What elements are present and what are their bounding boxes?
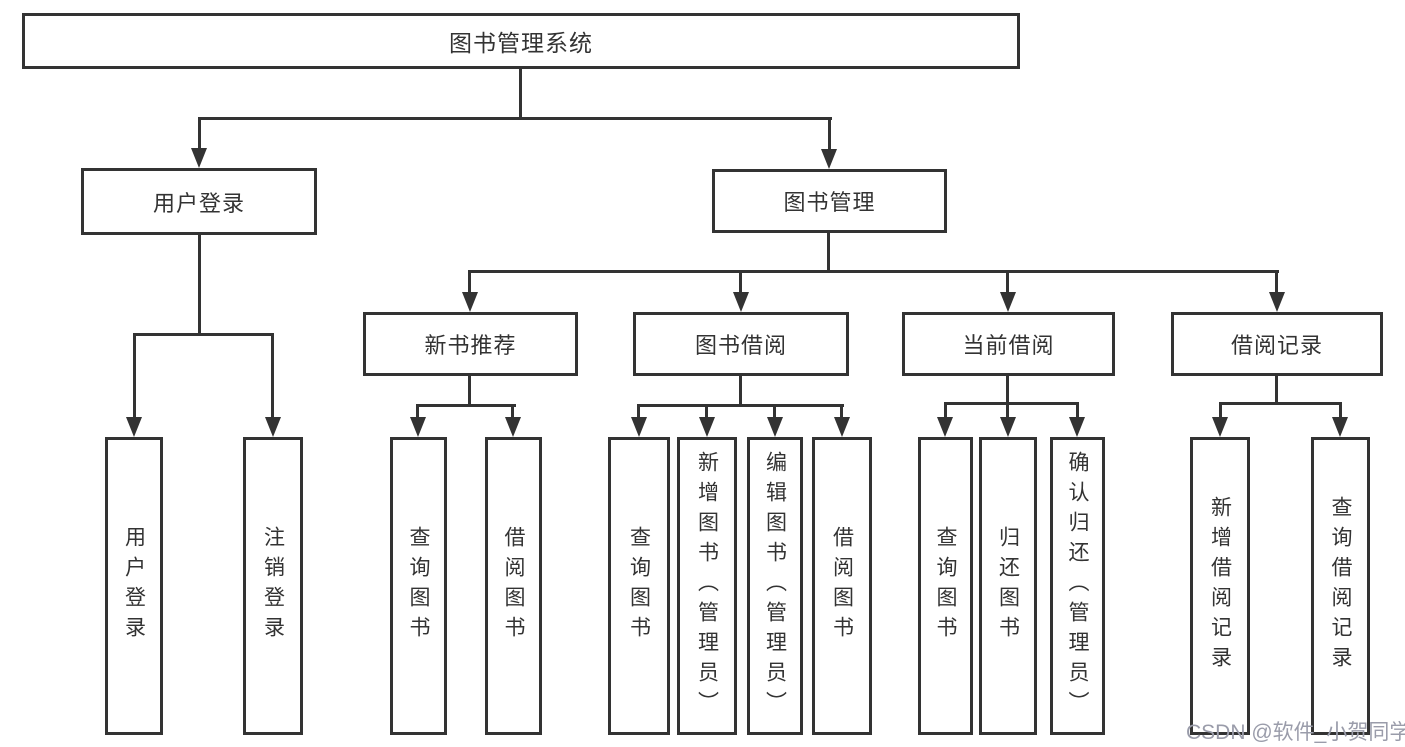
arrow-down-icon <box>1069 417 1085 437</box>
node-borrowing-records: 借阅记录 <box>1171 312 1383 376</box>
connector-line <box>1076 402 1079 419</box>
connector-line <box>944 402 947 419</box>
arrow-down-icon <box>410 417 426 437</box>
connector-line <box>271 333 274 419</box>
node-library-management-system: 图书管理系统 <box>22 13 1020 69</box>
connector-line <box>705 404 708 419</box>
connector-line <box>637 404 844 407</box>
arrow-down-icon <box>1332 417 1348 437</box>
arrow-down-icon <box>126 417 142 437</box>
connector-line <box>773 404 776 419</box>
node-book-borrowing: 图书借阅 <box>633 312 849 376</box>
node-book-management: 图书管理 <box>712 169 947 233</box>
connector-line <box>519 69 522 119</box>
connector-line <box>511 404 514 419</box>
arrow-down-icon <box>767 417 783 437</box>
connector-line <box>827 233 830 272</box>
arrow-down-icon <box>834 417 850 437</box>
node-leaf-logout: 注销登录 <box>243 437 303 735</box>
connector-line <box>416 404 516 407</box>
arrow-down-icon <box>1000 292 1016 312</box>
connector-line <box>637 404 640 419</box>
connector-line <box>1219 402 1222 419</box>
node-leaf-add-borrow-record: 新增借阅记录 <box>1190 437 1250 735</box>
arrow-down-icon <box>462 292 478 312</box>
arrow-down-icon <box>1000 417 1016 437</box>
connector-line <box>198 235 201 335</box>
connector-line <box>468 376 471 406</box>
connector-line <box>1006 270 1009 294</box>
connector-line <box>133 333 273 336</box>
node-leaf-query-books-recommend: 查询图书 <box>390 437 447 735</box>
node-current-borrowing: 当前借阅 <box>902 312 1115 376</box>
arrow-down-icon <box>699 417 715 437</box>
node-leaf-borrow-books-recommend: 借阅图书 <box>485 437 542 735</box>
connector-line <box>1006 402 1009 419</box>
node-leaf-add-books-admin: 新增图书（管理员） <box>677 437 737 735</box>
node-leaf-user-login: 用户登录 <box>105 437 163 735</box>
connector-line <box>1339 402 1342 419</box>
node-leaf-query-books-current: 查询图书 <box>918 437 973 735</box>
connector-line <box>739 376 742 406</box>
connector-line <box>1275 270 1278 294</box>
node-user-login: 用户登录 <box>81 168 317 235</box>
node-leaf-edit-books-admin: 编辑图书（管理员） <box>747 437 803 735</box>
node-leaf-query-books-borrowing: 查询图书 <box>608 437 670 735</box>
connector-line <box>468 270 471 294</box>
node-leaf-borrow-books: 借阅图书 <box>812 437 872 735</box>
connector-line <box>1219 402 1342 405</box>
connector-line <box>840 404 843 419</box>
arrow-down-icon <box>733 292 749 312</box>
node-leaf-query-borrow-record: 查询借阅记录 <box>1311 437 1370 735</box>
connector-line <box>828 117 831 151</box>
connector-line <box>944 402 1079 405</box>
connector-line <box>198 117 832 120</box>
connector-line <box>739 270 742 294</box>
node-leaf-confirm-return-admin: 确认归还（管理员） <box>1050 437 1105 735</box>
arrow-down-icon <box>821 149 837 169</box>
arrow-down-icon <box>265 417 281 437</box>
connector-line <box>133 333 136 419</box>
connector-line <box>198 117 201 150</box>
arrow-down-icon <box>631 417 647 437</box>
csdn-watermark: CSDN @软件_小贺同学 <box>1186 721 1405 744</box>
arrow-down-icon <box>1212 417 1228 437</box>
arrow-down-icon <box>937 417 953 437</box>
connector-line <box>1006 376 1009 404</box>
arrow-down-icon <box>505 417 521 437</box>
arrow-down-icon <box>1269 292 1285 312</box>
node-new-book-recommendation: 新书推荐 <box>363 312 578 376</box>
node-leaf-return-books: 归还图书 <box>979 437 1037 735</box>
connector-line <box>468 270 1279 273</box>
arrow-down-icon <box>191 148 207 168</box>
connector-line <box>1275 376 1278 404</box>
connector-line <box>416 404 419 419</box>
